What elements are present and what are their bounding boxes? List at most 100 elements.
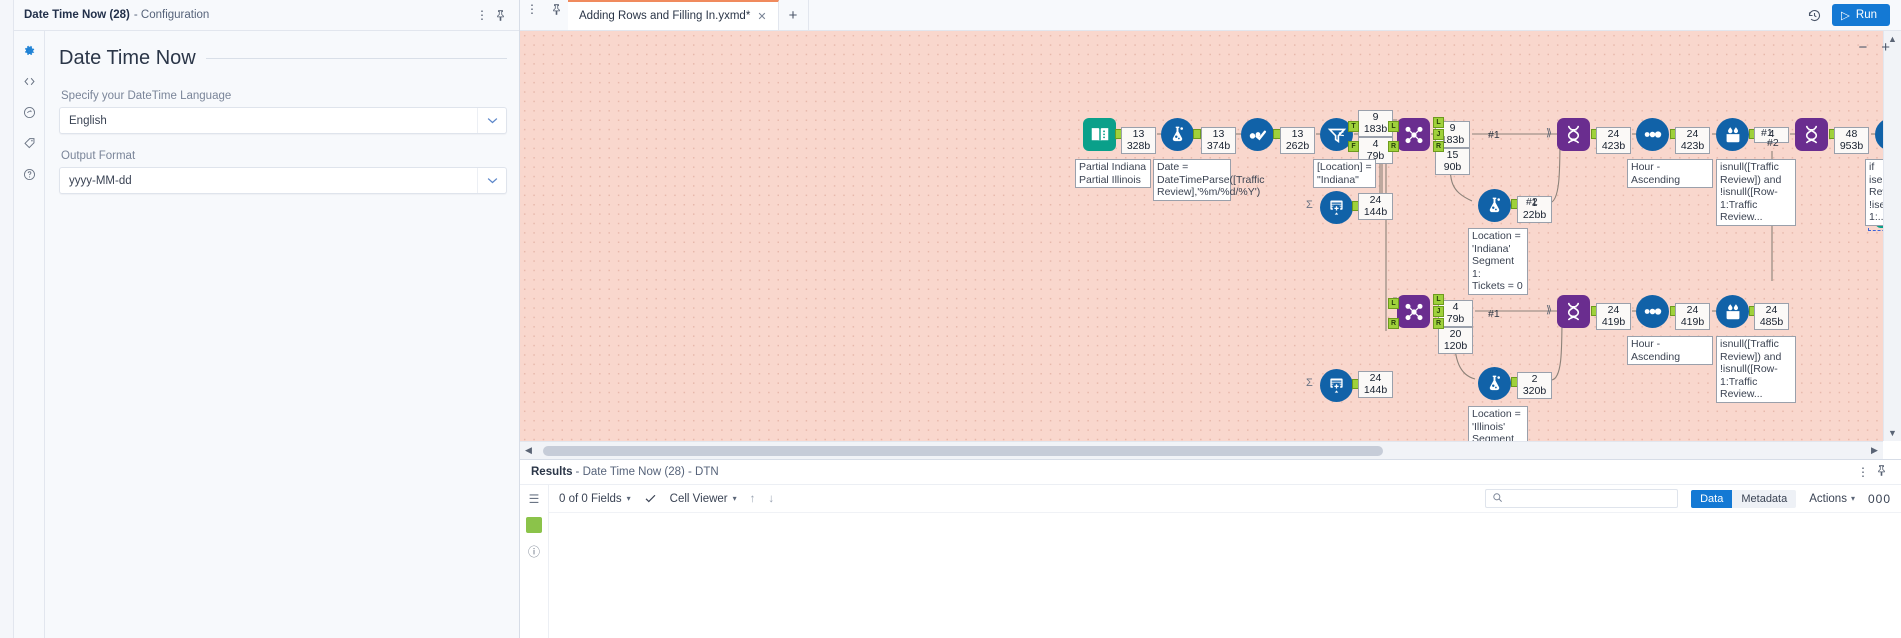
close-icon[interactable]: ✕	[757, 10, 767, 23]
tool-sort[interactable]	[1636, 118, 1669, 151]
search-input-wrapper[interactable]	[1485, 489, 1679, 508]
run-history-icon[interactable]	[1807, 8, 1822, 23]
drops-icon	[1716, 295, 1749, 328]
tool-generate-rows[interactable]	[1320, 191, 1353, 224]
chevron-down-icon[interactable]	[477, 108, 506, 133]
port-label[interactable]: R	[1433, 318, 1444, 329]
tool-multi-row-formula-3[interactable]	[1716, 295, 1749, 328]
results-kebab-menu-icon[interactable]: ⋮	[1857, 465, 1869, 479]
summarize-sigma-icon-2: Σ	[1306, 377, 1313, 389]
tool-filter[interactable]	[1320, 118, 1353, 151]
configuration-content: Date Time Now Specify your DateTime Lang…	[45, 31, 519, 638]
tool-join[interactable]	[1397, 118, 1430, 151]
connection-label: #1	[1761, 127, 1773, 139]
connection-label: #2	[1526, 196, 1538, 208]
tool-sort-2[interactable]	[1636, 295, 1669, 328]
list-icon[interactable]: ☰	[528, 492, 540, 506]
chevron-down-icon: ▾	[732, 494, 737, 503]
counter-records: 1	[1531, 197, 1538, 209]
counter-records: 13	[1291, 128, 1304, 140]
port-label[interactable]: T	[1348, 121, 1359, 132]
hscroll-track[interactable]	[537, 445, 1866, 457]
results-view-toggle[interactable]: Data Metadata	[1691, 489, 1797, 508]
tool-input-data[interactable]	[1083, 118, 1116, 151]
actions-menu[interactable]: Actions ▾	[1809, 493, 1855, 505]
port-label[interactable]: J	[1433, 129, 1444, 140]
port-label[interactable]: R	[1433, 141, 1444, 152]
scroll-down-button[interactable]: ▼	[1888, 428, 1897, 438]
port-label[interactable]: R	[1388, 141, 1399, 152]
flask-icon	[1161, 118, 1194, 151]
tab-workflow[interactable]: Adding Rows and Filling In.yxmd* ✕	[568, 0, 779, 30]
counter-records: 9	[1449, 122, 1456, 134]
output-format-select[interactable]: yyyy-MM-dd	[59, 167, 507, 194]
tool-join-2[interactable]	[1397, 295, 1430, 328]
runtime-icon[interactable]	[20, 103, 39, 122]
output-port[interactable]	[1193, 129, 1201, 139]
tool-union[interactable]	[1557, 118, 1590, 151]
code-icon[interactable]	[20, 72, 39, 91]
tool-formula[interactable]	[1161, 118, 1194, 151]
port-label[interactable]: F	[1348, 141, 1359, 152]
output-format-value: yyyy-MM-dd	[69, 174, 132, 187]
tab-data[interactable]: Data	[1691, 489, 1733, 508]
help-icon[interactable]	[20, 165, 39, 184]
search-input[interactable]	[1508, 492, 1672, 505]
tab-metadata[interactable]: Metadata	[1732, 489, 1797, 508]
datetime-language-select[interactable]: English	[59, 107, 507, 134]
tool-generate-rows-2[interactable]	[1320, 369, 1353, 402]
zoom-out-button[interactable]: −	[1858, 39, 1868, 56]
results-grid	[549, 513, 1901, 638]
pin-icon[interactable]	[491, 6, 509, 24]
new-tab-button[interactable]: +	[779, 0, 809, 30]
canvas-vertical-scrollbar[interactable]: ▲ ▼	[1883, 31, 1901, 441]
kebab-menu-icon[interactable]: ⋮	[476, 8, 488, 22]
port-label[interactable]: J	[1433, 306, 1444, 317]
tabbar-kebab-menu-icon[interactable]: ⋮	[526, 2, 538, 16]
book-icon	[1083, 118, 1116, 151]
counter-size: 320b	[1522, 384, 1547, 397]
port-label[interactable]: L	[1388, 298, 1399, 309]
configuration-rail	[14, 31, 45, 638]
results-overflow-menu[interactable]: 000	[1867, 491, 1891, 506]
table-icon[interactable]	[526, 517, 542, 533]
run-button[interactable]: ▷ Run	[1832, 4, 1890, 26]
port-label[interactable]: L	[1433, 117, 1444, 128]
cell-viewer-selector[interactable]: Cell Viewer ▾	[670, 493, 737, 505]
counter-size: 328b	[1126, 139, 1151, 152]
chevron-down-icon[interactable]	[477, 168, 506, 193]
hscroll-thumb[interactable]	[543, 445, 1383, 456]
info-icon[interactable]: ⓘ	[527, 544, 540, 559]
fields-selector[interactable]: 0 of 0 Fields ▾	[559, 493, 631, 505]
scroll-up-arrow-icon[interactable]: ↑	[749, 492, 756, 505]
counter-size: 90b	[1443, 160, 1462, 173]
workflow-canvas[interactable]: − +	[520, 31, 1901, 441]
config-tool-name: Date Time Now (28)	[24, 9, 130, 21]
port-label[interactable]: R	[1388, 318, 1399, 329]
zoom-in-button[interactable]: +	[1881, 39, 1890, 56]
tag-icon[interactable]	[20, 134, 39, 153]
tool-formula-2[interactable]	[1478, 189, 1511, 222]
scroll-up-button[interactable]: ▲	[1888, 34, 1897, 44]
tool-union-2[interactable]	[1795, 118, 1828, 151]
tabbar-pin-icon[interactable]	[544, 0, 568, 18]
checkmark-icon[interactable]	[644, 492, 657, 505]
scroll-right-button[interactable]: ▶	[1871, 445, 1878, 455]
tool-select[interactable]	[1241, 118, 1274, 151]
scroll-left-button[interactable]: ◀	[525, 445, 532, 455]
flask-icon	[1478, 189, 1511, 222]
tool-formula-3[interactable]	[1478, 367, 1511, 400]
port-label[interactable]: L	[1388, 121, 1399, 132]
port-label[interactable]: L	[1433, 294, 1444, 305]
funnel-icon	[1320, 118, 1353, 151]
tool-union-3[interactable]	[1557, 295, 1590, 328]
scroll-down-arrow-icon[interactable]: ↓	[768, 492, 775, 505]
canvas-horizontal-scrollbar[interactable]: ◀ ▶	[520, 441, 1883, 459]
results-pin-icon[interactable]	[1872, 465, 1890, 479]
gear-icon[interactable]	[20, 41, 39, 60]
tool-multi-row-formula[interactable]	[1716, 118, 1749, 151]
